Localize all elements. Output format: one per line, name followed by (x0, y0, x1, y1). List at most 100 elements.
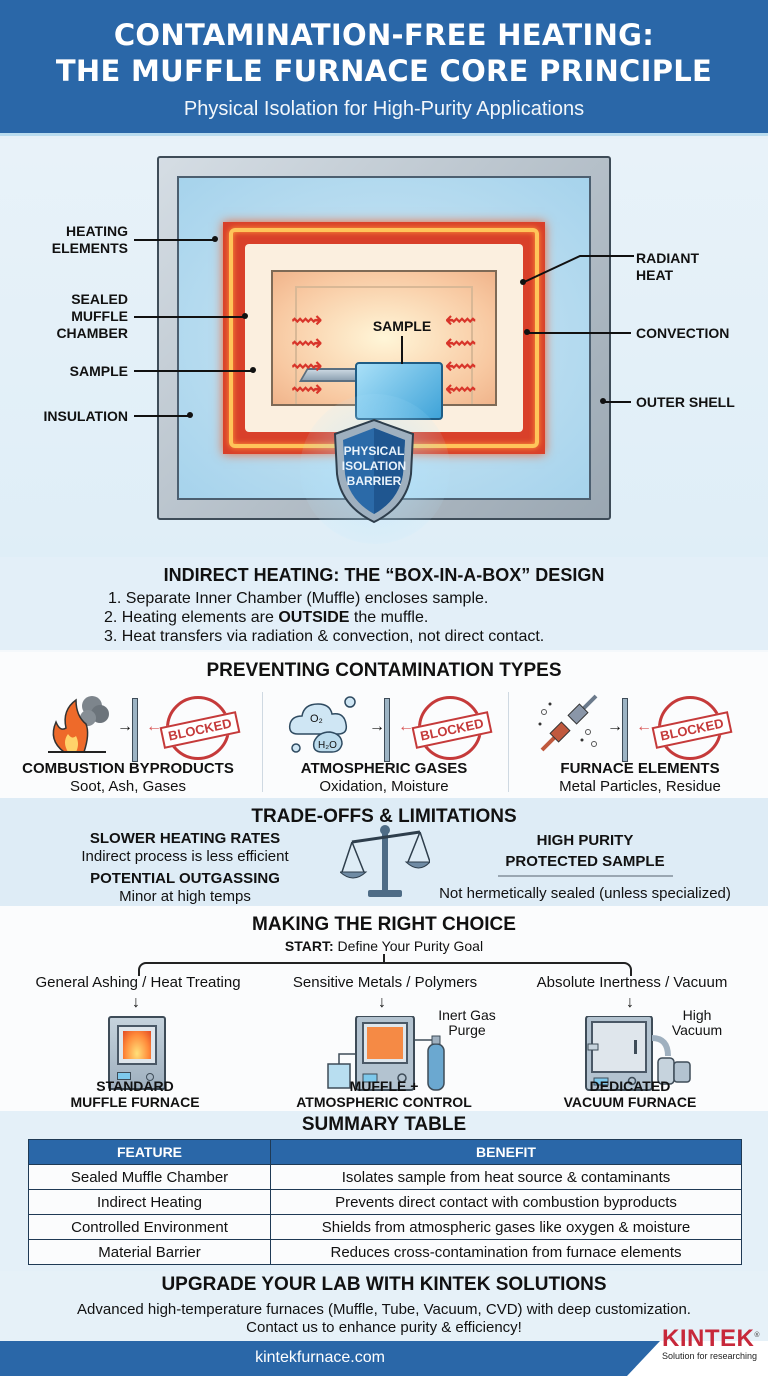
arrow-right-icon: → (369, 718, 385, 735)
title-line-2: THE MUFFLE FURNACE CORE PRINCIPLE (55, 54, 713, 88)
gas-cloud-icon: O₂ H₂O (288, 696, 356, 753)
leader-dot (212, 236, 218, 242)
item-text: Heating elements are (121, 609, 279, 626)
cta-line-1: Advanced high-temperature furnaces (Muff… (77, 1301, 691, 1318)
muffle-chamber: SAMPLE ⟿⟿⟿⟿ ⟿⟿⟿⟿ (271, 270, 497, 420)
brand-name: KINTEK® (662, 1325, 762, 1353)
contamination-type-atmospheric: O₂ H₂O → ← BLOCKED ATMOSPHERIC GASES Oxi… (256, 688, 512, 796)
atmospheric-control-icon (327, 1016, 445, 1091)
barrier-wall-icon (622, 698, 628, 762)
svg-text:O₂: O₂ (310, 713, 323, 725)
table-header-row: FEATURE BENEFIT (28, 1139, 742, 1165)
section-title: TRADE-OFFS & LIMITATIONS (251, 806, 517, 827)
start-text: Define Your Purity Goal (333, 938, 484, 954)
leader-dot (524, 329, 530, 335)
contamination-type-furnace-elements: → ← BLOCKED FURNACE ELEMENTS Metal Parti… (512, 688, 768, 796)
callout-sealed-muffle-chamber: SEALED MUFFLE CHAMBER (56, 291, 128, 341)
section-title: SUMMARY TABLE (301, 1114, 467, 1135)
option-result: STANDARD MUFFLE FURNACE (70, 1078, 200, 1110)
con-desc: Indirect process is less efficient (81, 848, 289, 865)
leader-dot (250, 367, 256, 373)
item-number: 2. (104, 609, 118, 626)
callout-sample: SAMPLE (69, 363, 128, 379)
stamp-label: BLOCKED (651, 711, 733, 749)
callout-convection: CONVECTION (636, 325, 730, 341)
icon-row: → ← BLOCKED (0, 688, 256, 762)
panel-button (117, 1072, 131, 1080)
list-item: 3. Heat transfers via radiation & convec… (100, 627, 544, 646)
leader-line (134, 316, 244, 318)
item-emphasis: OUTSIDE (278, 609, 350, 626)
brand-tagline: Solution for researching (662, 1351, 758, 1361)
heat-arrows-right-icon: ⟿⟿⟿⟿ (445, 307, 477, 401)
type-desc: Soot, Ash, Gases (70, 778, 186, 795)
tradeoffs-cons: SLOWER HEATING RATES Indirect process is… (60, 830, 310, 906)
option-goal: General Ashing / Heat Treating (35, 974, 241, 991)
item-number: 1. (108, 590, 122, 607)
callout-outer-shell: OUTER SHELL (636, 394, 735, 410)
footer-band (0, 1341, 660, 1376)
column-header-benefit: BENEFIT (270, 1139, 742, 1165)
cell-feature: Indirect Heating (28, 1189, 271, 1215)
section-title: INDIRECT HEATING: THE “BOX-IN-A-BOX” DES… (163, 565, 605, 585)
summary-section: SUMMARY TABLE FEATURE BENEFIT Sealed Muf… (0, 1111, 768, 1271)
option-goal: Absolute Inertness / Vacuum (536, 974, 728, 991)
high-vacuum-note: High Vacuum (671, 1007, 723, 1038)
arrow-down-icon: ↓ (378, 994, 386, 1011)
cta-section: UPGRADE YOUR LAB WITH KINTEK SOLUTIONS A… (0, 1271, 768, 1341)
standard-furnace-icon (108, 1016, 166, 1090)
callout-radiant-heat: RADIANT HEAT (636, 250, 699, 283)
arrow-left-icon: ← (398, 718, 414, 735)
title-line-1: CONTAMINATION-FREE HEATING: (113, 18, 655, 52)
registered-mark: ® (754, 1332, 761, 1339)
heat-arrows-left-icon: ⟿⟿⟿⟿ (291, 307, 323, 401)
tradeoffs-pros: HIGH PURITY PROTECTED SAMPLE Not hermeti… (425, 832, 745, 903)
arrow-down-icon: ↓ (626, 994, 634, 1011)
item-text: Heat transfers via radiation & convectio… (121, 628, 545, 645)
item-text: Separate Inner Chamber (Muffle) encloses… (125, 590, 489, 607)
website-link[interactable]: kintekfurnace.com (255, 1349, 385, 1366)
con-desc: Minor at high temps (119, 888, 251, 905)
divider (262, 692, 263, 792)
cell-benefit: Shields from atmospheric gases like oxyg… (270, 1214, 742, 1240)
barrier-wall-icon (132, 698, 138, 762)
cell-feature: Material Barrier (28, 1239, 271, 1265)
arrow-down-icon: ↓ (132, 994, 140, 1011)
pro-heading: PROTECTED SAMPLE (505, 853, 665, 870)
icon-row: → ← BLOCKED (512, 688, 768, 762)
start-step: START: Define Your Purity Goal (0, 938, 768, 954)
brand-wordmark: KINTEK (662, 1325, 755, 1352)
barrier-wall-icon (384, 698, 390, 762)
furnace-window (117, 1025, 157, 1065)
leader-line (527, 332, 631, 334)
leader-line (134, 370, 252, 372)
con-heading: POTENTIAL OUTGASSING (90, 870, 280, 887)
fire-smoke-icon (48, 696, 109, 753)
callout-heating-elements: HEATING ELEMENTS (51, 223, 128, 256)
pro-heading: HIGH PURITY (536, 832, 634, 849)
type-desc: Oxidation, Moisture (319, 778, 449, 795)
header-banner: CONTAMINATION-FREE HEATING: THE MUFFLE F… (0, 0, 768, 136)
option-result: MUFFLE + ATMOSPHERIC CONTROL (296, 1078, 472, 1110)
leader-dot (187, 412, 193, 418)
choice-section: MAKING THE RIGHT CHOICE START: Define Yo… (0, 906, 768, 1111)
divider (508, 692, 509, 792)
icon-row: O₂ H₂O → ← BLOCKED (256, 688, 512, 762)
section-title: PREVENTING CONTAMINATION TYPES (206, 660, 562, 681)
stamp-label: BLOCKED (159, 711, 241, 749)
type-name: FURNACE ELEMENTS (560, 760, 720, 777)
blocked-stamp-icon: BLOCKED (159, 696, 241, 760)
balance-scale-icon (340, 825, 430, 897)
sample-leader-line (401, 336, 403, 364)
furnace-diagram: SAMPLE ⟿⟿⟿⟿ ⟿⟿⟿⟿ PHYSICAL ISOLATION BARR… (0, 139, 768, 557)
leader-dot (242, 313, 248, 319)
cell-benefit: Prevents direct contact with combustion … (270, 1189, 742, 1215)
indirect-heating-section: INDIRECT HEATING: THE “BOX-IN-A-BOX” DES… (0, 557, 768, 652)
leader-line (134, 239, 214, 241)
list-item: 2. Heating elements are OUTSIDE the muff… (100, 608, 544, 627)
